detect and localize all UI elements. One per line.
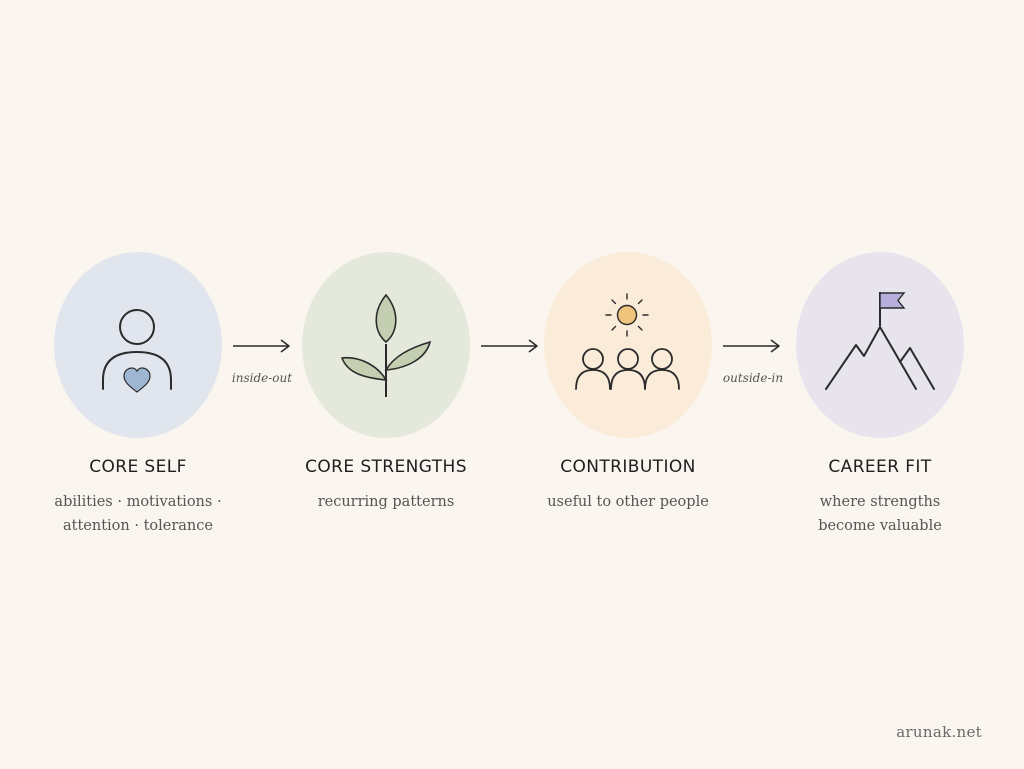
core-strengths-title: CORE STRENGTHS: [305, 457, 467, 477]
core-self-desc-line2: attention · tolerance: [63, 518, 213, 534]
arrow-label-outside-in: outside-in: [722, 371, 784, 385]
career-fit-desc-line1: where strengths: [819, 494, 941, 510]
people-sun-icon: [544, 252, 712, 438]
arrow-right-icon: [231, 336, 293, 356]
mountain-flag-icon: [796, 252, 964, 438]
career-fit-title: CAREER FIT: [828, 457, 932, 477]
person-heart-icon: [54, 252, 222, 438]
core-strengths-circle: [302, 252, 470, 438]
core-self-bg: [54, 252, 222, 438]
arrow-right-icon: [479, 336, 541, 356]
core-self-title: CORE SELF: [89, 457, 187, 477]
site-watermark: arunak.net: [896, 723, 982, 741]
core-strengths-desc-line1: recurring patterns: [317, 494, 455, 510]
contribution-description: useful to other people: [508, 490, 748, 514]
core-self-desc-line1: abilities · motivations ·: [54, 494, 222, 510]
contribution-desc-line1: useful to other people: [547, 494, 709, 510]
career-fit-circle: [796, 252, 964, 438]
arrow-right-icon: [721, 336, 783, 356]
arrow-label-inside-out: inside-out: [231, 371, 293, 385]
career-fit-description: where strengths become valuable: [760, 490, 1000, 538]
career-fit-desc-line2: become valuable: [818, 518, 942, 534]
contribution-circle: [544, 252, 712, 438]
core-self-description: abilities · motivations · attention · to…: [18, 490, 258, 538]
core-self-circle: [54, 252, 222, 438]
core-strengths-description: recurring patterns: [266, 490, 506, 514]
contribution-title: CONTRIBUTION: [560, 457, 696, 477]
sprout-icon: [302, 252, 470, 438]
